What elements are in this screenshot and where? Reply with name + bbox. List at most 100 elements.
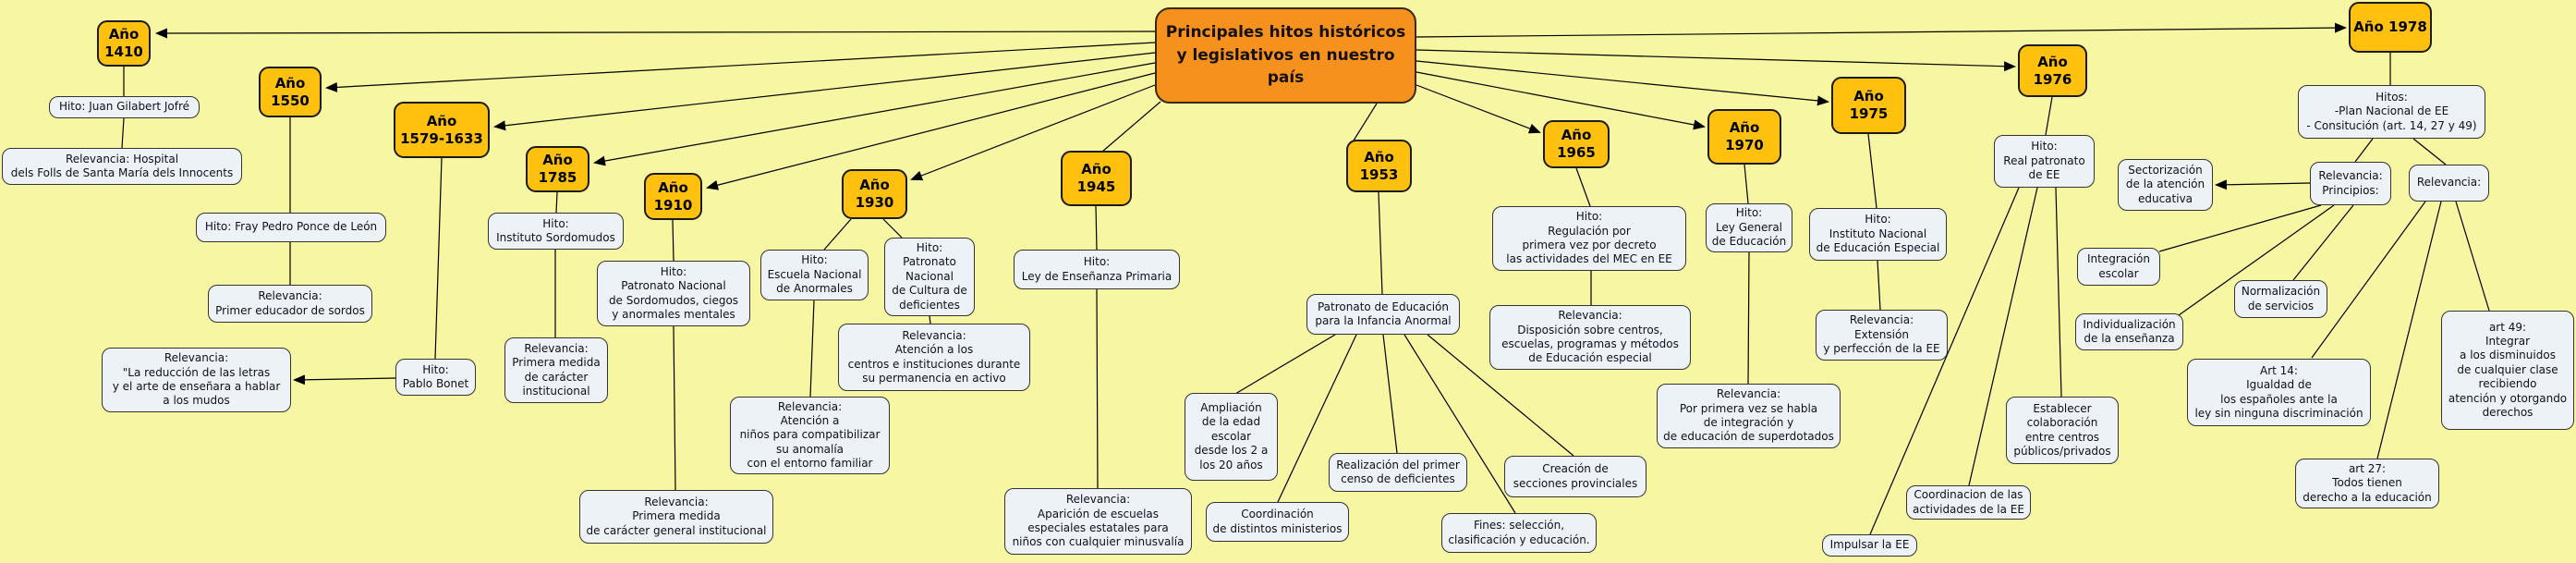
edge-title-y1930 — [910, 84, 1156, 181]
year-1965-node[interactable]: Año 1965 — [1543, 120, 1610, 168]
edge-h1975-r1975 — [1877, 260, 1881, 311]
edge-h1976-c1976b — [1968, 187, 2038, 486]
edge-y1970-h1970 — [1744, 164, 1749, 204]
hito-real-patronato-node[interactable]: Hito: Real patronato de EE — [1994, 135, 2095, 188]
edge-title-y1579 — [493, 52, 1156, 131]
edge-h1930a-r1930a — [809, 300, 815, 398]
edge-title-y1975 — [1416, 60, 1829, 106]
edge-h1945-r1945 — [1096, 288, 1099, 489]
edge-p1953-c1953c — [1382, 334, 1398, 454]
year-1579-1633-node[interactable]: Año 1579-1633 — [394, 102, 490, 158]
edge-rp1978-sect — [2215, 179, 2311, 190]
edge-h1579-r1579 — [293, 374, 396, 386]
hitos-1978-node[interactable]: Hitos: -Plan Nacional de EE - Consitució… — [2298, 85, 2485, 139]
edge-h1970-r1970 — [1747, 251, 1750, 385]
edge-p1953-c1953e — [1427, 334, 1574, 457]
relevancia-principios-node[interactable]: Relevancia: Principios: — [2310, 162, 2391, 205]
year-1550-node[interactable]: Año 1550 — [259, 67, 322, 117]
articulo-49-node[interactable]: art 49: Integrar a los disminuidos de cu… — [2441, 311, 2574, 430]
edge-p1953-c1953d — [1403, 334, 1516, 514]
edge-h1410-r1410 — [121, 117, 125, 149]
year-1978-node[interactable]: Año 1978 — [2349, 2, 2432, 53]
edge-title-y1945 — [1101, 101, 1161, 153]
relevancia-patronato-cultura-node[interactable]: Relevancia: Atención a los centros e ins… — [838, 324, 1030, 391]
impulsar-ee-node[interactable]: Impulsar la EE — [1822, 534, 1917, 557]
edge-h1976-c1976a — [1869, 187, 2020, 535]
year-1910-node[interactable]: Año 1910 — [644, 173, 702, 220]
censo-deficientes-node[interactable]: Realización del primer censo de deficien… — [1329, 453, 1467, 492]
hito-1785-node[interactable]: Hito: Instituto Sordomudos — [488, 213, 624, 250]
edge-y1579-h1579 — [434, 157, 443, 360]
patronato-infancia-anormal-node[interactable]: Patronato de Educación para la Infancia … — [1306, 294, 1460, 335]
relevancia-1970-node[interactable]: Relevancia: Por primera vez se habla de … — [1657, 384, 1841, 448]
edge-title-y1785 — [593, 62, 1156, 166]
relevancia-1975-node[interactable]: Relevancia: Extensión y perfección de la… — [1816, 310, 1948, 361]
edge-h1910-r1910 — [673, 325, 676, 491]
coordinacion-actividades-ee-node[interactable]: Coordinacion de las actividades de la EE — [1906, 485, 2031, 520]
hito-pablo-bonet-node[interactable]: Hito: Pablo Bonet — [395, 359, 476, 396]
articulo-14-node[interactable]: Art 14: Igualdad de los españoles ante l… — [2187, 359, 2371, 426]
articulo-27-node[interactable]: art 27: Todos tienen derecho a la educac… — [2295, 459, 2439, 508]
edge-h1976-c1976c — [2055, 187, 2062, 398]
year-1410-node[interactable]: Año 1410 — [97, 20, 151, 67]
individualizacion-node[interactable]: Individualización de la enseñanza — [2075, 313, 2183, 350]
edge-rr1978-art27 — [2376, 201, 2442, 459]
year-1953-node[interactable]: Año 1953 — [1346, 140, 1412, 192]
year-1930-node[interactable]: Año 1930 — [842, 169, 907, 219]
hito-escuela-anormales-node[interactable]: Hito: Escuela Nacional de Anormales — [760, 250, 869, 300]
hito-1910-node[interactable]: Hito: Patronato Nacional de Sordomudos, … — [597, 261, 750, 326]
hito-1945-node[interactable]: Hito: Ley de Enseñanza Primaria — [1014, 250, 1180, 289]
edge-title-y1550 — [325, 42, 1156, 92]
relevancia-1910-node[interactable]: Relevancia: Primera medida de carácter g… — [579, 490, 773, 544]
sectorizacion-node[interactable]: Sectorización de la atención educativa — [2118, 159, 2213, 211]
edge-y1965-h1965 — [1575, 167, 1591, 207]
relevancia-1785-node[interactable]: Relevancia: Primera medida de carácter i… — [504, 337, 608, 403]
edge-y1953-p1953 — [1378, 191, 1383, 295]
edge-rr1978-art14 — [2311, 201, 2426, 359]
relevancia-pablo-bonet-node[interactable]: Relevancia: "La reducción de las letras … — [102, 348, 291, 412]
relevancia-escuela-anormales-node[interactable]: Relevancia: Atención a niños para compat… — [730, 397, 890, 474]
hito-1410-node[interactable]: Hito: Juan Gilabert Jofré — [49, 96, 200, 118]
edge-title-y1965 — [1416, 84, 1541, 134]
edge-rp1978-normal — [2292, 204, 2354, 281]
fines-seleccion-node[interactable]: Fines: selección, clasificación y educac… — [1441, 513, 1597, 553]
relevancia-1965-node[interactable]: Relevancia: Disposición sobre centros, e… — [1489, 305, 1691, 370]
edge-title-y1970 — [1416, 71, 1706, 130]
edge-rr1978-art49 — [2455, 201, 2490, 312]
hito-patronato-cultura-node[interactable]: Hito: Patronato Nacional de Cultura de d… — [884, 238, 975, 316]
edge-h1978-rp1978 — [2354, 138, 2374, 163]
hito-1965-node[interactable]: Hito: Regulación por primera vez por dec… — [1492, 206, 1686, 271]
integracion-escolar-node[interactable]: Integración escolar — [2077, 248, 2160, 286]
edge-y1976-h1976 — [2045, 96, 2053, 136]
relevancia-1550-node[interactable]: Relevancia: Primer educador de sordos — [208, 285, 372, 323]
normalizacion-servicios-node[interactable]: Normalización de servicios — [2234, 280, 2327, 318]
edge-y1785-h1785 — [555, 191, 558, 214]
coordinacion-ministerios-node[interactable]: Coordinación de distintos ministerios — [1206, 502, 1349, 542]
edge-rp1978-integ — [2158, 204, 2322, 252]
edge-title-y1910 — [706, 72, 1156, 190]
relevancia-1945-node[interactable]: Relevancia: Aparición de escuelas especi… — [1004, 488, 1192, 555]
edge-y1975-h1975 — [1867, 133, 1877, 209]
edge-title-y1978 — [1416, 22, 2347, 38]
relevancia-constitucion-node[interactable]: Relevancia: — [2409, 165, 2489, 202]
year-1970-node[interactable]: Año 1970 — [1707, 109, 1781, 165]
hito-1975-node[interactable]: Hito: Instituto Nacional de Educación Es… — [1809, 208, 1947, 261]
edge-p1953-c1953a — [1234, 334, 1336, 395]
colaboracion-centros-node[interactable]: Establecer colaboración entre centros pú… — [2006, 397, 2119, 464]
map-title-node[interactable]: Principales hitos históricos y legislati… — [1155, 7, 1416, 104]
year-1976-node[interactable]: Año 1976 — [2018, 44, 2087, 97]
year-1785-node[interactable]: Año 1785 — [526, 146, 589, 192]
hito-1550-node[interactable]: Hito: Fray Pedro Ponce de León — [196, 213, 386, 242]
edge-y1930-h1930a — [823, 218, 852, 251]
secciones-provinciales-node[interactable]: Creación de secciones provinciales — [1504, 456, 1646, 497]
year-1975-node[interactable]: Año 1975 — [1831, 77, 1906, 134]
relevancia-1410-node[interactable]: Relevancia: Hospital dels Folls de Santa… — [2, 148, 242, 185]
edge-y1930-h1930b — [882, 218, 903, 239]
year-1945-node[interactable]: Año 1945 — [1061, 151, 1132, 206]
hito-1970-node[interactable]: Hito: Ley General de Educación — [1706, 203, 1792, 252]
edge-h1978-rr1978 — [2412, 138, 2447, 165]
ampliacion-edad-escolar-node[interactable]: Ampliación de la edad escolar desde los … — [1185, 393, 1278, 481]
edge-y1945-h1945 — [1095, 205, 1098, 251]
